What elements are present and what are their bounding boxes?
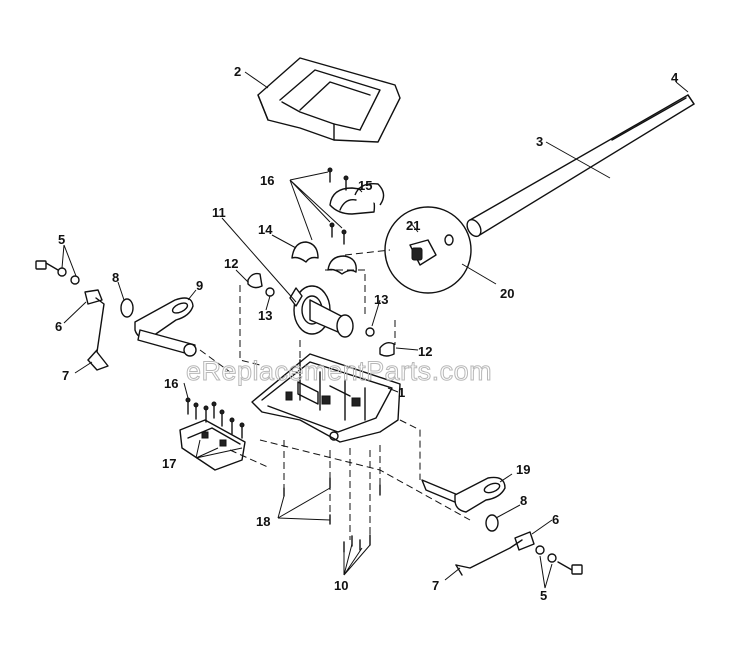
part-6-bracket-left <box>84 289 103 305</box>
part-16-screws-upper <box>327 167 349 245</box>
callout-19: 19 <box>516 462 530 477</box>
callout-11: 11 <box>212 205 226 220</box>
part-15-bearing <box>329 183 385 215</box>
callout-20: 20 <box>500 286 514 301</box>
callout-7-right: 7 <box>432 578 439 593</box>
part-19-lever <box>421 476 506 513</box>
part-12-13-left <box>247 272 275 297</box>
callout-numbers: 2 3 4 5 6 7 8 9 11 12 13 14 16 15 21 20 … <box>55 64 679 603</box>
part-9-lever <box>134 297 197 357</box>
callout-9: 9 <box>196 278 203 293</box>
callout-21: 21 <box>406 218 420 233</box>
callout-6-left: 6 <box>55 319 62 334</box>
gear-shaft <box>309 299 354 338</box>
callout-4: 4 <box>671 70 679 85</box>
callout-15: 15 <box>358 178 372 193</box>
part-7-rod-left <box>87 297 109 371</box>
part-8-ring-right <box>485 514 499 532</box>
callout-12-right: 12 <box>418 344 432 359</box>
callout-2: 2 <box>234 64 241 79</box>
part-5-hardware-right <box>535 545 583 575</box>
callout-10: 10 <box>334 578 348 593</box>
part-12-13-right <box>365 327 395 357</box>
watermark-text: eReplacementParts.com <box>186 356 492 386</box>
assembly-lines <box>199 249 471 540</box>
part-20-detail <box>384 206 472 294</box>
callout-13-left: 13 <box>258 308 272 323</box>
callout-17: 17 <box>162 456 176 471</box>
part-6-bracket-right <box>514 531 535 551</box>
callout-3: 3 <box>536 134 543 149</box>
callout-1: 1 <box>398 385 405 400</box>
part-5-hardware-left <box>35 260 80 285</box>
part-3-shaft <box>466 94 695 238</box>
callout-18: 18 <box>256 514 270 529</box>
part-18-10-screws <box>283 477 381 553</box>
part-16-screws-lower <box>185 397 245 439</box>
callout-12-left: 12 <box>224 256 238 271</box>
part-1-housing <box>251 353 401 443</box>
part-14-bearing <box>291 241 357 275</box>
callout-8-left: 8 <box>112 270 119 285</box>
callout-13-right: 13 <box>374 292 388 307</box>
part-7-rod-right <box>455 539 523 576</box>
callout-5-right: 5 <box>540 588 547 603</box>
callout-7-left: 7 <box>62 368 69 383</box>
part-17-bracket <box>179 419 246 471</box>
part-2-cover <box>257 57 401 143</box>
callout-16-lower: 16 <box>164 376 178 391</box>
callout-8-right: 8 <box>520 493 527 508</box>
callout-5-left: 5 <box>58 232 65 247</box>
callout-14: 14 <box>258 222 273 237</box>
callout-16-upper: 16 <box>260 173 274 188</box>
leader-lines <box>61 71 689 589</box>
part-8-ring-left <box>120 298 134 318</box>
callout-6-right: 6 <box>552 512 559 527</box>
